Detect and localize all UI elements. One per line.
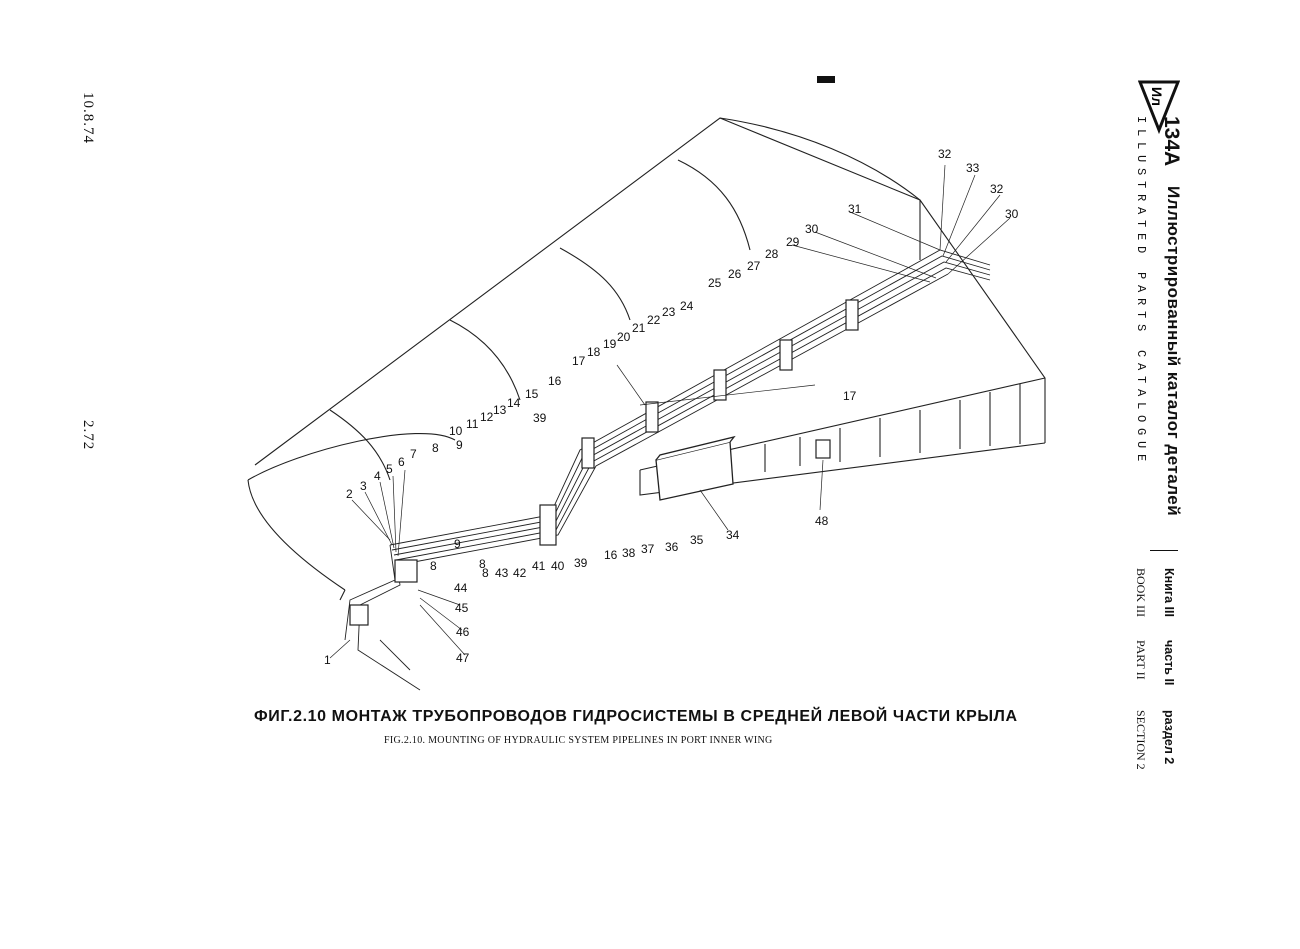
book-en: BOOK III [1134,568,1148,617]
callout-label: 3 [360,479,367,493]
callout-label: 22 [647,313,661,327]
figure-caption-en: FIG.2.10. MOUNTING OF HYDRAULIC SYSTEM P… [384,735,773,746]
callout-label: 47 [456,651,470,665]
callout-label: 41 [532,559,546,573]
callout-label: 9 [454,537,461,551]
callout-label: 8 [482,566,489,580]
leader-lines [329,164,1011,659]
logo-icon: Ил [1138,80,1180,135]
callout-label: 4 [374,469,381,483]
callout-label: 46 [456,625,470,639]
callout-label: 33 [966,161,980,175]
book-ru: Книга III [1162,568,1176,617]
callout-label: 48 [815,514,829,528]
title-separator [1150,550,1178,551]
callout-label: 17 [572,354,586,368]
clamps [349,299,859,626]
part-ru: часть II [1162,640,1176,686]
callout-label: 28 [765,247,779,261]
callout-label: 36 [665,540,679,554]
svg-text:Ил: Ил [1149,87,1165,106]
callout-label: 9 [456,438,463,452]
figure-caption-ru: ФИГ.2.10 МОНТАЖ ТРУБОПРОВОДОВ ГИДРОСИСТЕ… [254,708,1018,725]
model-number: 134A [1160,116,1183,167]
callout-label: 31 [848,202,862,216]
callout-label: 15 [525,387,539,401]
callout-label: 32 [990,182,1004,196]
callout-label: 39 [574,556,588,570]
callout-label: 18 [587,345,601,359]
callout-label: 8 [432,441,439,455]
callout-label: 16 [604,548,618,562]
callout-label: 12 [480,410,494,424]
callout-label: 8 [479,557,486,571]
wing-outline [247,117,1046,601]
callout-label: 17 [843,389,857,403]
callout-label: 39 [533,411,547,425]
callout-label: 32 [938,147,952,161]
callout-label: 6 [398,455,405,469]
print-mark [817,76,835,83]
callout-label: 5 [386,462,393,476]
callout-label: 11 [466,417,479,431]
callout-label: 42 [513,566,527,580]
callout-label: 16 [548,374,562,388]
catalogue-title-ru: Иллюстрированный каталог деталей [1164,186,1183,517]
callout-label: 37 [641,542,655,556]
catalogue-title-en: ILLUSTRATED PARTS CATALOGUE [1134,116,1148,468]
callout-label: 29 [786,235,800,249]
callout-label: 23 [662,305,676,319]
callout-label: 40 [551,559,565,573]
callout-label: 1 [324,653,331,667]
callout-label: 25 [708,276,722,290]
callout-label: 27 [747,259,761,273]
callout-label: 44 [454,581,468,595]
callout-label: 30 [1005,207,1019,221]
callout-label: 24 [680,299,694,313]
unit-48 [815,439,831,459]
callout-label: 45 [455,601,469,615]
callout-label: 7 [410,447,417,461]
callout-label: 38 [622,546,636,560]
callout-label: 13 [493,403,507,417]
part-en: PART II [1134,640,1148,680]
section-ru: раздел 2 [1162,710,1176,765]
callout-label: 8 [430,559,437,573]
callout-label: 2 [346,487,353,501]
callout-label: 14 [507,396,521,410]
callout-label: 26 [728,267,742,281]
callout-label: 43 [495,566,509,580]
unit-34 [655,435,736,501]
callout-label: 19 [603,337,617,351]
callout-label: 34 [726,528,740,542]
callout-label: 35 [690,533,704,547]
callout-label: 21 [632,321,646,335]
callout-label: 20 [617,330,631,344]
section-en: SECTION 2 [1134,710,1148,770]
callout-label: 30 [805,222,819,236]
callout-label: 10 [449,424,463,438]
